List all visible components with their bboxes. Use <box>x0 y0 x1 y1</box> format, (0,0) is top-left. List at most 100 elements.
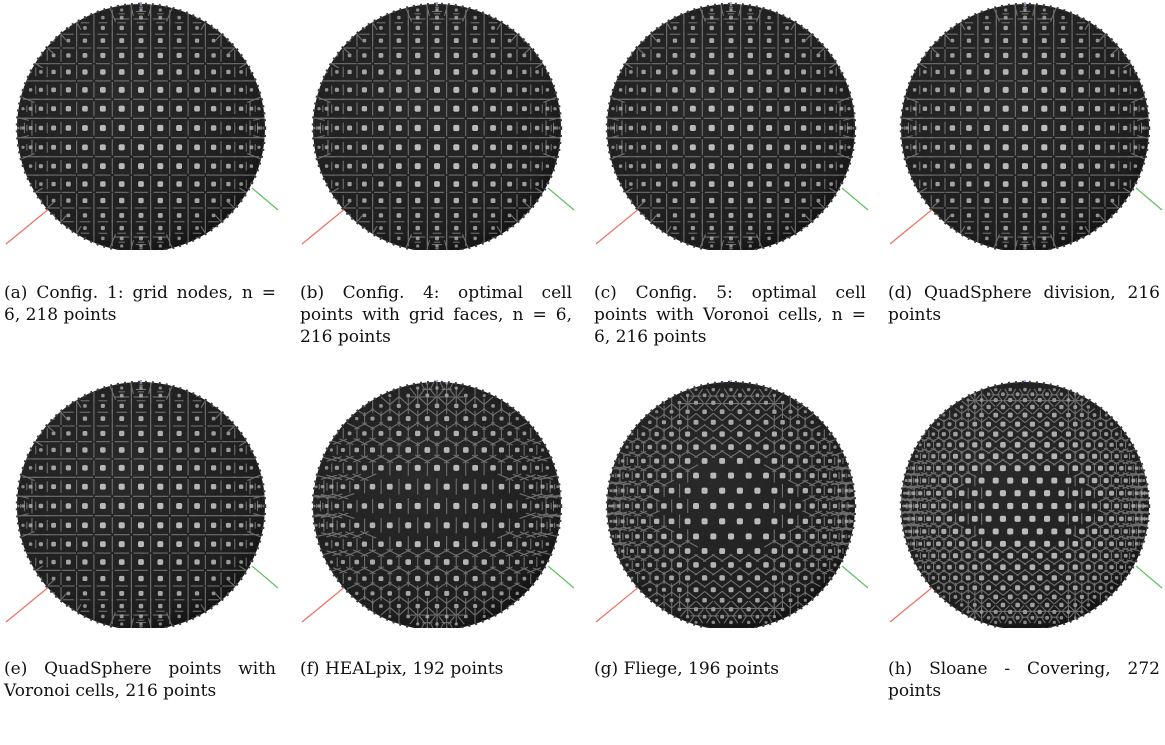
sample-point <box>101 416 106 421</box>
sample-point <box>550 524 553 527</box>
sample-point <box>176 541 182 547</box>
sample-point <box>405 522 411 528</box>
sample-point <box>712 388 715 391</box>
sample-point <box>802 27 804 29</box>
sample-point <box>747 106 753 112</box>
sample-point <box>1123 164 1127 168</box>
sample-point <box>157 522 163 528</box>
caption-label: (f) <box>300 659 320 679</box>
sample-point <box>922 504 926 508</box>
sample-point <box>416 604 420 608</box>
sample-point <box>1059 585 1064 590</box>
sample-point <box>980 398 984 402</box>
sample-point <box>755 458 761 464</box>
sample-point <box>641 488 646 493</box>
sample-point <box>960 586 964 590</box>
sample-point <box>693 562 699 568</box>
sample-point <box>656 164 661 169</box>
sample-point <box>211 198 215 202</box>
sample-point <box>710 8 713 11</box>
sample-point <box>1009 388 1012 391</box>
sample-point <box>100 503 106 509</box>
sample-point <box>507 145 512 150</box>
caption-a: (a) Config. 1: grid nodes, n = 6, 218 po… <box>4 282 276 326</box>
sample-point <box>654 458 659 463</box>
sample-point <box>1022 163 1028 169</box>
sample-point <box>101 615 104 618</box>
sample-point <box>354 523 359 528</box>
sample-point <box>1066 595 1070 599</box>
sample-point <box>415 576 420 581</box>
sample-point <box>1023 236 1027 240</box>
sample-point <box>416 16 420 20</box>
sample-point <box>415 38 420 43</box>
sample-point <box>611 146 614 149</box>
sample-point <box>138 465 144 471</box>
sample-point <box>1124 504 1128 508</box>
sample-point <box>936 466 941 471</box>
sample-point <box>325 466 328 469</box>
sample-point <box>1061 198 1066 203</box>
sample-point <box>1078 144 1084 150</box>
sample-point <box>1104 432 1108 436</box>
sample-point <box>120 404 124 408</box>
sample-point <box>378 465 384 471</box>
sample-point <box>211 125 216 130</box>
sample-point <box>416 226 420 230</box>
sample-point <box>453 163 459 169</box>
sample-point <box>657 214 661 218</box>
sample-point <box>936 516 941 521</box>
sample-point <box>434 503 440 509</box>
sample-point <box>690 144 696 150</box>
sample-point <box>822 534 827 539</box>
sample-point <box>1109 516 1114 521</box>
sample-point <box>909 479 912 482</box>
sample-point <box>905 479 908 482</box>
sample-point <box>690 163 696 169</box>
sample-point <box>472 163 478 169</box>
sample-point <box>362 542 367 547</box>
sample-point <box>120 622 123 625</box>
sample-point <box>1095 70 1100 75</box>
sample-point <box>435 604 439 608</box>
sample-point <box>905 146 908 149</box>
sample-point <box>1015 422 1020 427</box>
caption-text: Fliege, 196 points <box>624 659 779 679</box>
sample-point <box>226 164 231 169</box>
sample-point <box>17 127 20 130</box>
sample-point <box>158 226 162 230</box>
sample-point <box>709 144 715 150</box>
sample-point <box>553 107 556 110</box>
sample-point <box>788 458 793 463</box>
sample-point <box>803 488 808 493</box>
sample-point <box>370 523 376 529</box>
sample-point <box>960 422 964 426</box>
sample-point <box>838 549 841 552</box>
caption-text: Config. 1: grid nodes, n = 6, 218 points <box>4 283 276 325</box>
sample-point <box>196 394 198 396</box>
sample-point <box>453 144 459 150</box>
sample-point <box>767 26 771 30</box>
sample-point <box>434 198 439 203</box>
sample-point <box>472 541 478 547</box>
sample-point <box>993 528 999 534</box>
sample-point <box>685 598 689 602</box>
sample-point <box>948 422 952 426</box>
sample-point <box>416 404 420 408</box>
sample-point <box>918 542 922 546</box>
sample-point <box>119 125 125 131</box>
sample-point <box>950 145 955 150</box>
sample-point <box>780 444 785 449</box>
sample-point <box>772 598 776 602</box>
sample-point <box>690 125 696 131</box>
sample-point <box>83 404 87 408</box>
sample-point <box>947 491 952 496</box>
sample-point <box>816 488 821 493</box>
sample-point <box>39 504 43 508</box>
sample-point <box>747 125 753 131</box>
sample-point <box>951 214 955 218</box>
sample-point <box>822 504 827 509</box>
sample-point <box>195 226 199 230</box>
sample-point <box>454 53 459 58</box>
sample-point <box>1073 422 1078 427</box>
